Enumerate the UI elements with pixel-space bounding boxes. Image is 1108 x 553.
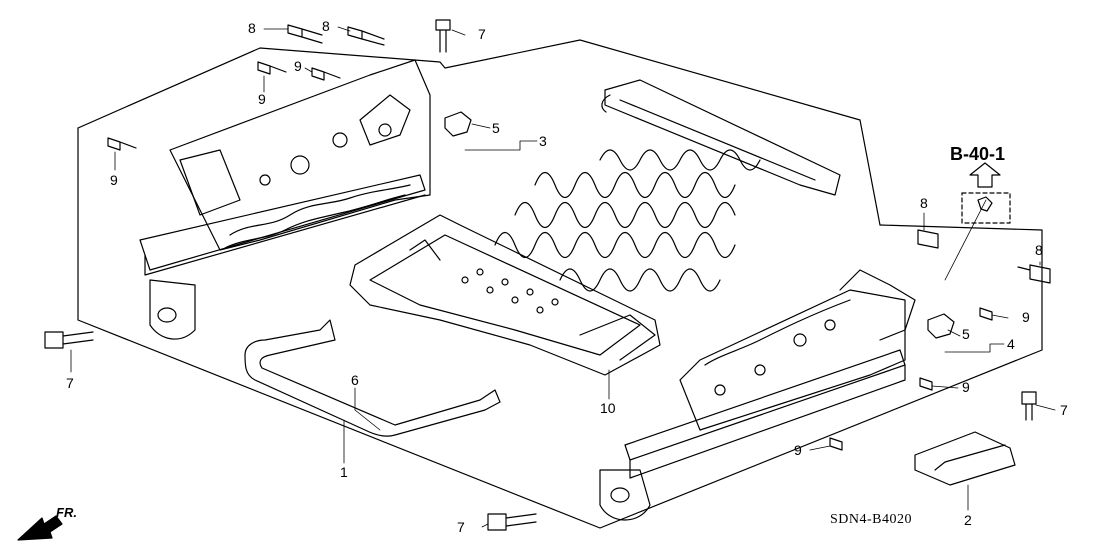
right-seat-track bbox=[599, 269, 916, 521]
callout-8: 8 bbox=[322, 18, 330, 34]
reference-arrow bbox=[969, 162, 1001, 188]
callout-9: 9 bbox=[1022, 309, 1030, 325]
callout-7: 7 bbox=[478, 26, 486, 42]
bolt bbox=[1021, 391, 1037, 421]
bolt bbox=[287, 24, 323, 44]
clip bbox=[927, 313, 955, 339]
callout-9: 9 bbox=[294, 58, 302, 74]
assembly-outline-top bbox=[77, 39, 881, 226]
seat-pan bbox=[349, 214, 661, 376]
bolt bbox=[311, 67, 341, 81]
callout-5: 5 bbox=[962, 326, 970, 342]
callout-9: 9 bbox=[110, 172, 118, 188]
bolt bbox=[829, 437, 843, 451]
callout-2: 2 bbox=[964, 512, 972, 528]
front-direction-arrow bbox=[17, 515, 63, 541]
callout-8: 8 bbox=[920, 195, 928, 211]
callout-8: 8 bbox=[248, 20, 256, 36]
bolt bbox=[919, 377, 933, 391]
callout-7: 7 bbox=[457, 519, 465, 535]
bolt bbox=[347, 26, 385, 46]
track-cover bbox=[914, 431, 1016, 486]
callout-6: 6 bbox=[351, 372, 359, 388]
callout-8: 8 bbox=[1035, 242, 1043, 258]
bolt bbox=[257, 61, 287, 75]
reference-label: B-40-1 bbox=[950, 144, 1006, 164]
front-direction-label: FR. bbox=[56, 505, 77, 520]
callout-9: 9 bbox=[794, 442, 802, 458]
bolt bbox=[1017, 264, 1051, 284]
bolt bbox=[435, 19, 451, 53]
clip bbox=[444, 111, 472, 137]
callout-7: 7 bbox=[1060, 402, 1068, 418]
assembly-outline bbox=[77, 127, 1043, 529]
bolt bbox=[979, 307, 993, 321]
callout-3: 3 bbox=[539, 133, 547, 149]
callout-9: 9 bbox=[962, 379, 970, 395]
bolt bbox=[107, 137, 137, 151]
leader-lines bbox=[70, 26, 1056, 528]
bolt bbox=[44, 331, 94, 349]
callout-10: 10 bbox=[600, 400, 616, 416]
seat-springs bbox=[494, 149, 761, 292]
callout-9: 9 bbox=[258, 91, 266, 107]
reference-box bbox=[961, 192, 1011, 224]
callout-4: 4 bbox=[1007, 336, 1015, 352]
callout-1: 1 bbox=[340, 464, 348, 480]
callout-5: 5 bbox=[492, 120, 500, 136]
towel-bar bbox=[244, 319, 501, 437]
left-seat-track bbox=[139, 59, 431, 340]
bolt bbox=[917, 229, 939, 249]
callout-7: 7 bbox=[66, 375, 74, 391]
bolt bbox=[487, 513, 537, 531]
diagram-code: SDN4-B4020 bbox=[830, 512, 913, 527]
rear-cross-member bbox=[601, 79, 841, 196]
